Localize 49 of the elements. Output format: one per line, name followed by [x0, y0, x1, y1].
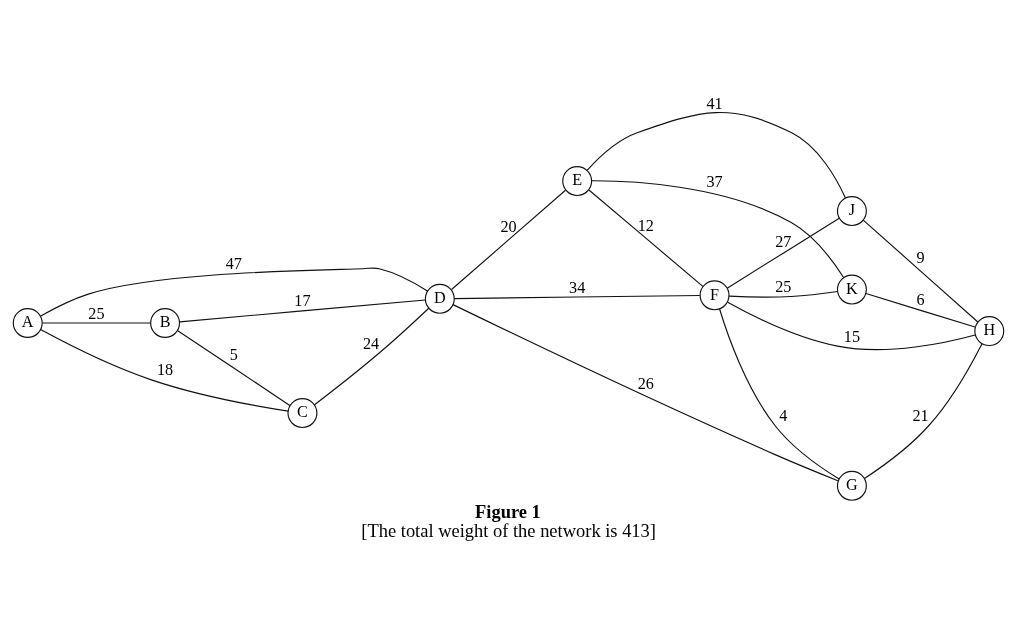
- node-circle: B: [150, 307, 181, 338]
- node-circle: E: [562, 165, 593, 196]
- node-circle: G: [836, 470, 867, 501]
- edge-label: 27: [775, 232, 792, 250]
- edge-label: 5: [229, 345, 238, 363]
- connector: [727, 301, 976, 350]
- connector: [865, 292, 976, 328]
- connector: [314, 307, 430, 405]
- connector: [41, 321, 152, 324]
- edge-label: 21: [912, 406, 929, 424]
- connector: [862, 219, 979, 323]
- connector: [728, 290, 839, 298]
- edge-label: 24: [363, 334, 380, 352]
- edge-label: 25: [775, 277, 792, 295]
- node-circle: H: [974, 315, 1005, 346]
- connector: [719, 307, 840, 480]
- connector: [452, 303, 839, 481]
- edge-label: 9: [916, 248, 925, 266]
- connector: [588, 188, 704, 287]
- diagram-title: Figure 1: [475, 501, 541, 522]
- edge-label: 20: [500, 217, 517, 235]
- edge-label: 17: [294, 291, 311, 309]
- connector: [726, 217, 840, 289]
- edge-label: 18: [157, 360, 174, 378]
- edge-label: 47: [225, 254, 242, 272]
- connector: [40, 328, 289, 412]
- edge-label: 25: [88, 304, 105, 322]
- node-circle: C: [287, 397, 318, 428]
- node-circle: J: [836, 195, 867, 226]
- connector: [451, 189, 567, 290]
- edge-label: 4: [779, 406, 788, 424]
- edge-label: 26: [637, 374, 654, 392]
- edge-label: 41: [706, 94, 723, 112]
- connector: [591, 179, 845, 278]
- node-circle: D: [424, 283, 455, 314]
- edge-label: 12: [637, 216, 654, 234]
- connector: [40, 266, 428, 317]
- edge-label: 15: [843, 327, 860, 345]
- edge-label: 6: [916, 290, 925, 308]
- node-circle: A: [12, 307, 43, 338]
- node-circle: F: [699, 279, 730, 310]
- connector: [177, 329, 291, 406]
- connector: [864, 342, 983, 479]
- edge-label: 37: [706, 172, 723, 190]
- node-circle: K: [836, 274, 867, 305]
- connector: [453, 294, 701, 299]
- edge-label: 34: [569, 278, 586, 296]
- connector: [179, 298, 426, 322]
- connector: [586, 111, 846, 199]
